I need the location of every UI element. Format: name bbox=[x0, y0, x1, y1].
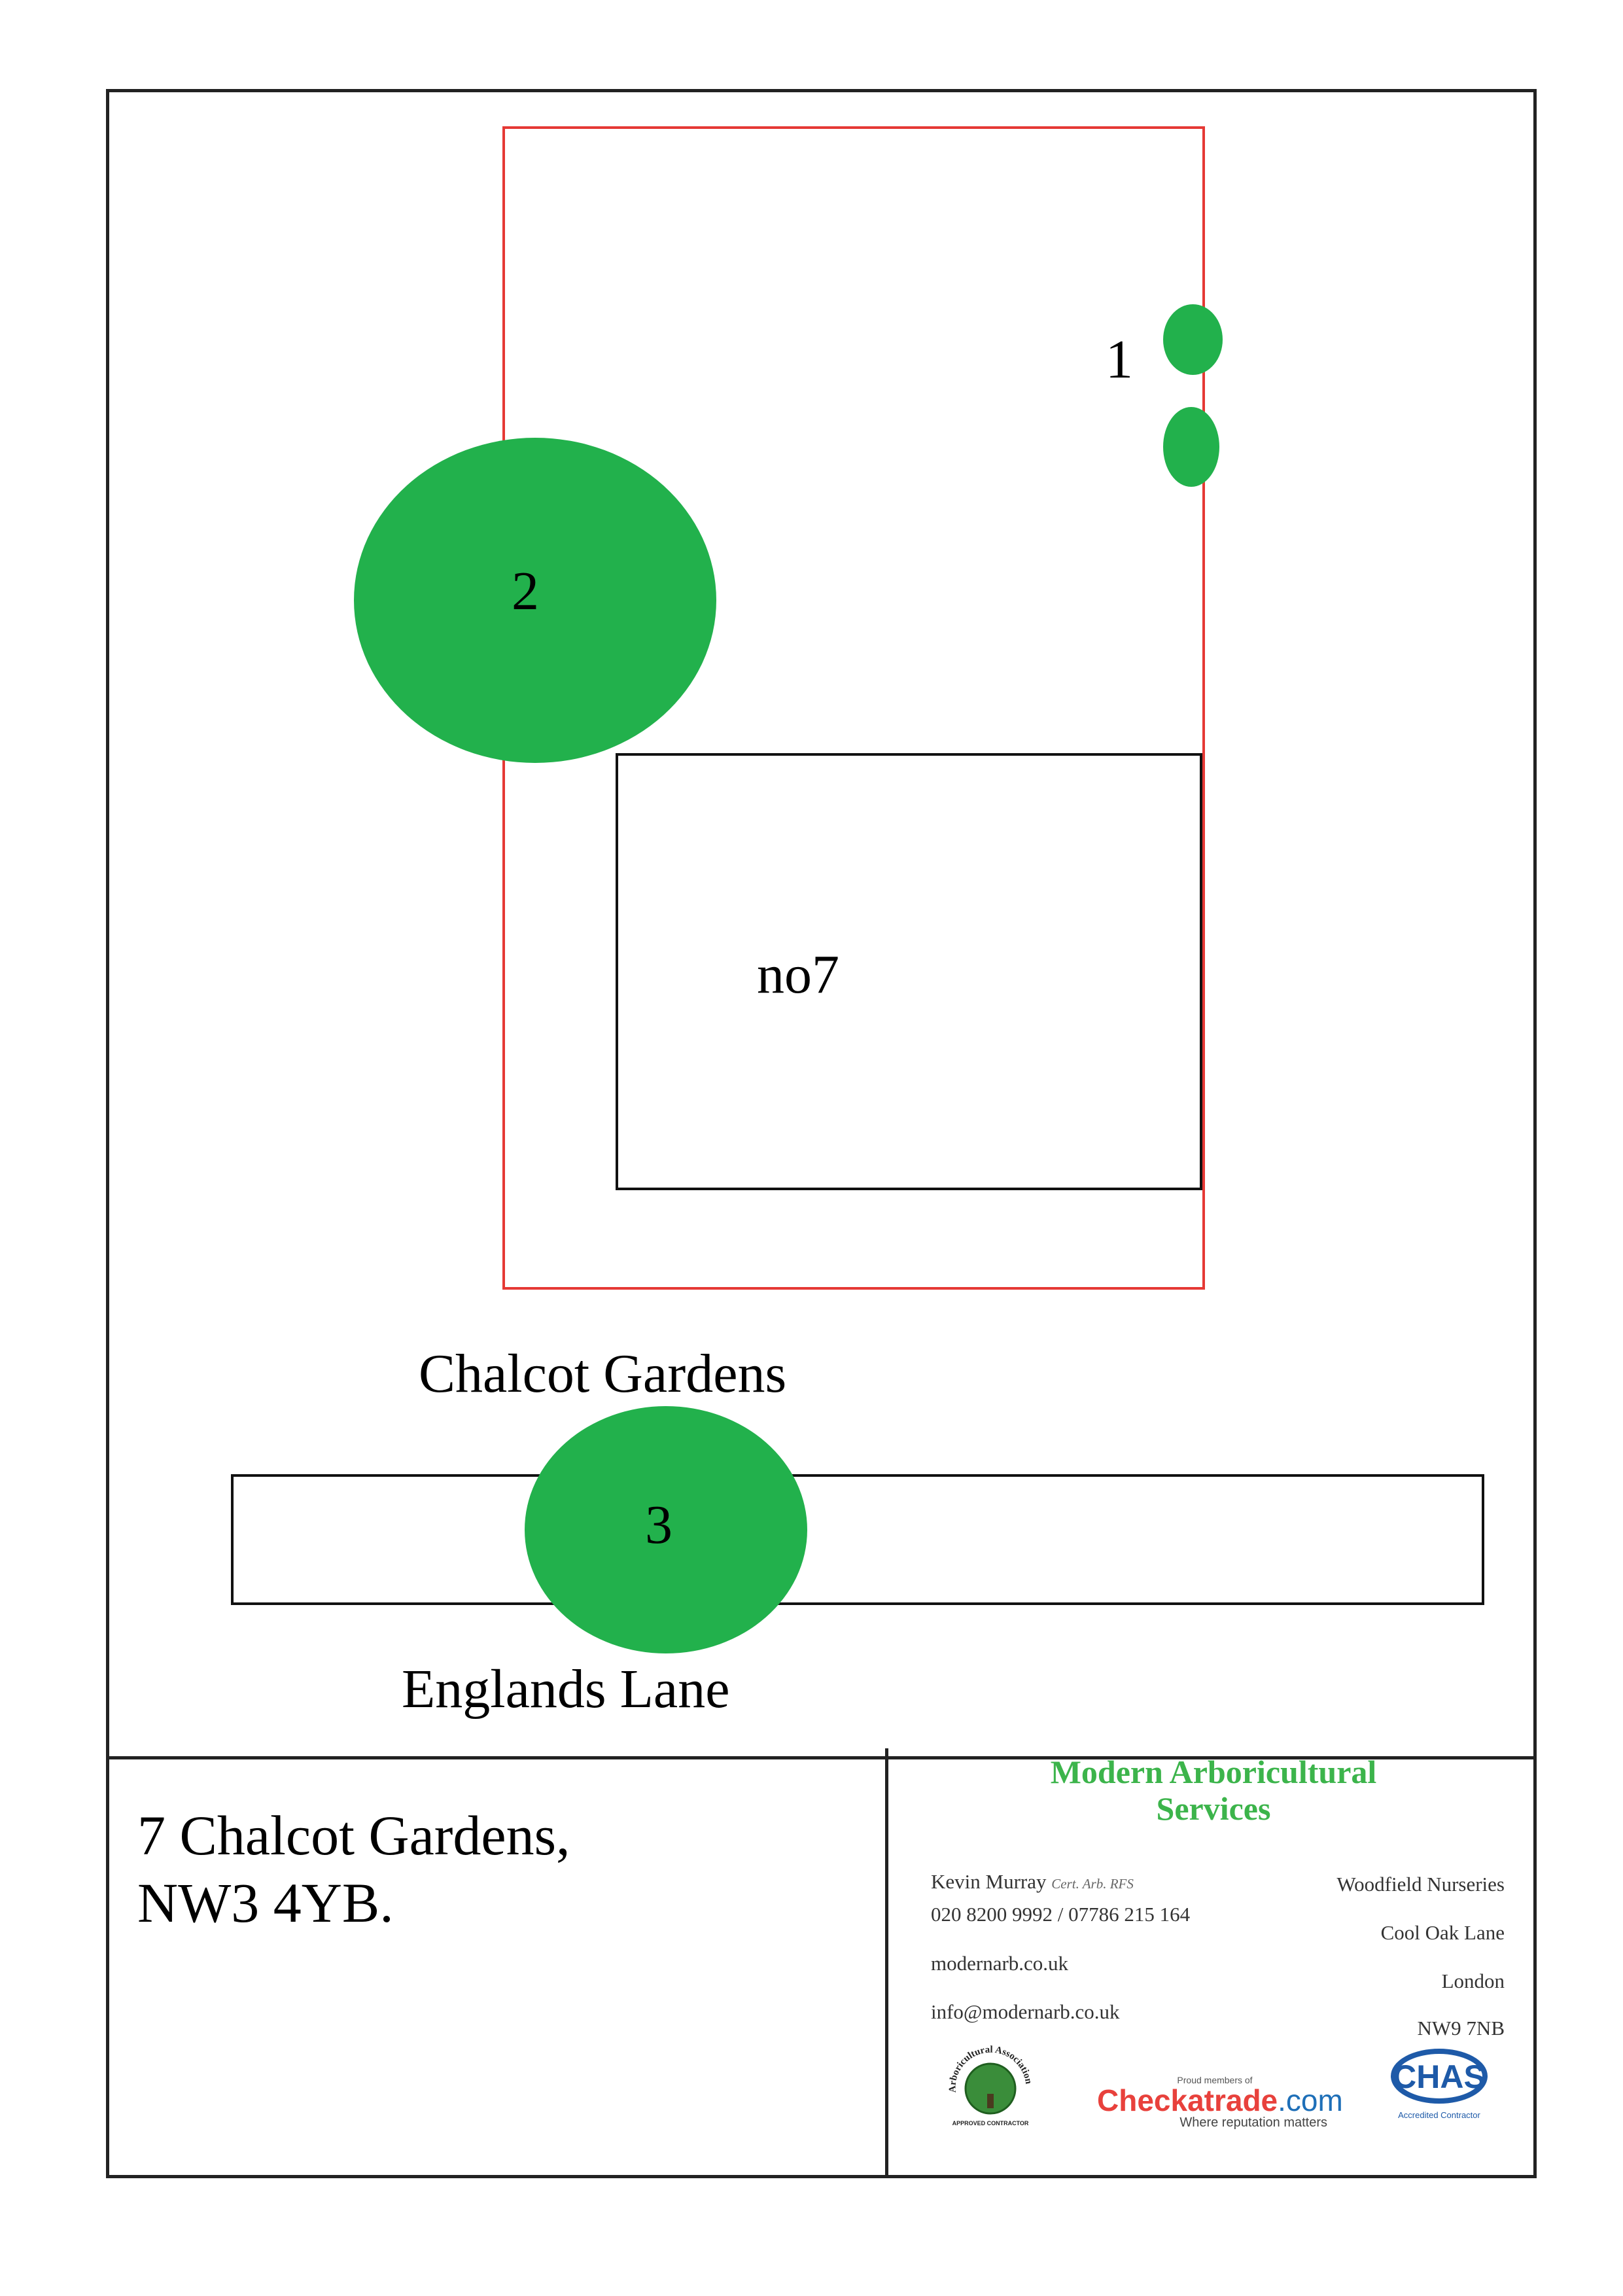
checkatrade-pre-text: Proud members of bbox=[1177, 2075, 1253, 2085]
checkatrade-tagline: Where reputation matters bbox=[1179, 2115, 1327, 2130]
business-address-line-4: NW9 7NB bbox=[1417, 2017, 1505, 2040]
title-block-vertical-divider bbox=[885, 1748, 888, 2178]
site-address-line-2: NW3 4YB. bbox=[137, 1871, 394, 1935]
checkatrade-brand: Checkatrade.com bbox=[1097, 2083, 1343, 2117]
chas-mark-text: CHAS bbox=[1393, 2058, 1486, 2095]
arboricultural-association-logo: Arboricultural Association APPROVED CONT… bbox=[947, 2045, 1034, 2127]
house-outline bbox=[616, 753, 1202, 1190]
company-name-line-2: Services bbox=[1156, 1790, 1271, 1827]
tree-1-canopy-b bbox=[1163, 407, 1219, 487]
tree-2-label: 2 bbox=[512, 561, 539, 622]
company-name: Modern Arboricultural Services bbox=[890, 1754, 1537, 1827]
chas-ring-icon bbox=[1391, 2049, 1488, 2104]
contact-qualifications: Cert. Arb. RFS bbox=[1051, 1876, 1134, 1892]
chas-subtitle-text: Accredited Contractor bbox=[1398, 2110, 1480, 2120]
site-address: 7 Chalcot Gardens, NW3 4YB. bbox=[137, 1802, 570, 1937]
chas-logo: CHAS Accredited Contractor bbox=[1391, 2049, 1488, 2120]
site-address-line-1: 7 Chalcot Gardens, bbox=[137, 1804, 570, 1867]
business-address-line-1: Woodfield Nurseries bbox=[1336, 1873, 1505, 1896]
contact-phone: 020 8200 9992 / 07786 215 164 bbox=[931, 1903, 1191, 1926]
company-name-line-1: Modern Arboricultural bbox=[1050, 1754, 1377, 1790]
tree-3-label: 3 bbox=[645, 1494, 672, 1555]
checkatrade-brand-text: Checkatrade bbox=[1097, 2083, 1278, 2117]
business-address-line-2: Cool Oak Lane bbox=[1380, 1921, 1505, 1944]
contact-name-text: Kevin Murray bbox=[931, 1870, 1047, 1893]
arb-logo-bottom-text: APPROVED CONTRACTOR bbox=[952, 2120, 1029, 2127]
tree-emblem-icon bbox=[964, 2062, 1017, 2115]
checkatrade-brand-suffix: .com bbox=[1278, 2083, 1343, 2117]
contact-website: modernarb.co.uk bbox=[931, 1952, 1069, 1975]
road-outline bbox=[231, 1474, 1484, 1605]
tree-3-canopy bbox=[525, 1406, 807, 1653]
street-label-chalcot-gardens: Chalcot Gardens bbox=[419, 1343, 787, 1404]
title-block-divider bbox=[108, 1756, 1537, 1759]
contact-name: Kevin Murray Cert. Arb. RFS bbox=[931, 1870, 1134, 1894]
drawing-frame bbox=[106, 89, 1537, 2178]
business-address-line-3: London bbox=[1441, 1969, 1505, 1992]
house-label: no7 bbox=[757, 944, 839, 1005]
street-label-englands-lane: Englands Lane bbox=[402, 1659, 730, 1720]
tree-1-canopy-a bbox=[1163, 304, 1223, 375]
checkatrade-logo: Proud members of Checkatrade.com Where r… bbox=[1097, 2075, 1343, 2138]
tree-2-canopy bbox=[354, 438, 716, 763]
tree-1-label: 1 bbox=[1106, 329, 1133, 390]
contact-email: info@modernarb.co.uk bbox=[931, 2000, 1120, 2023]
